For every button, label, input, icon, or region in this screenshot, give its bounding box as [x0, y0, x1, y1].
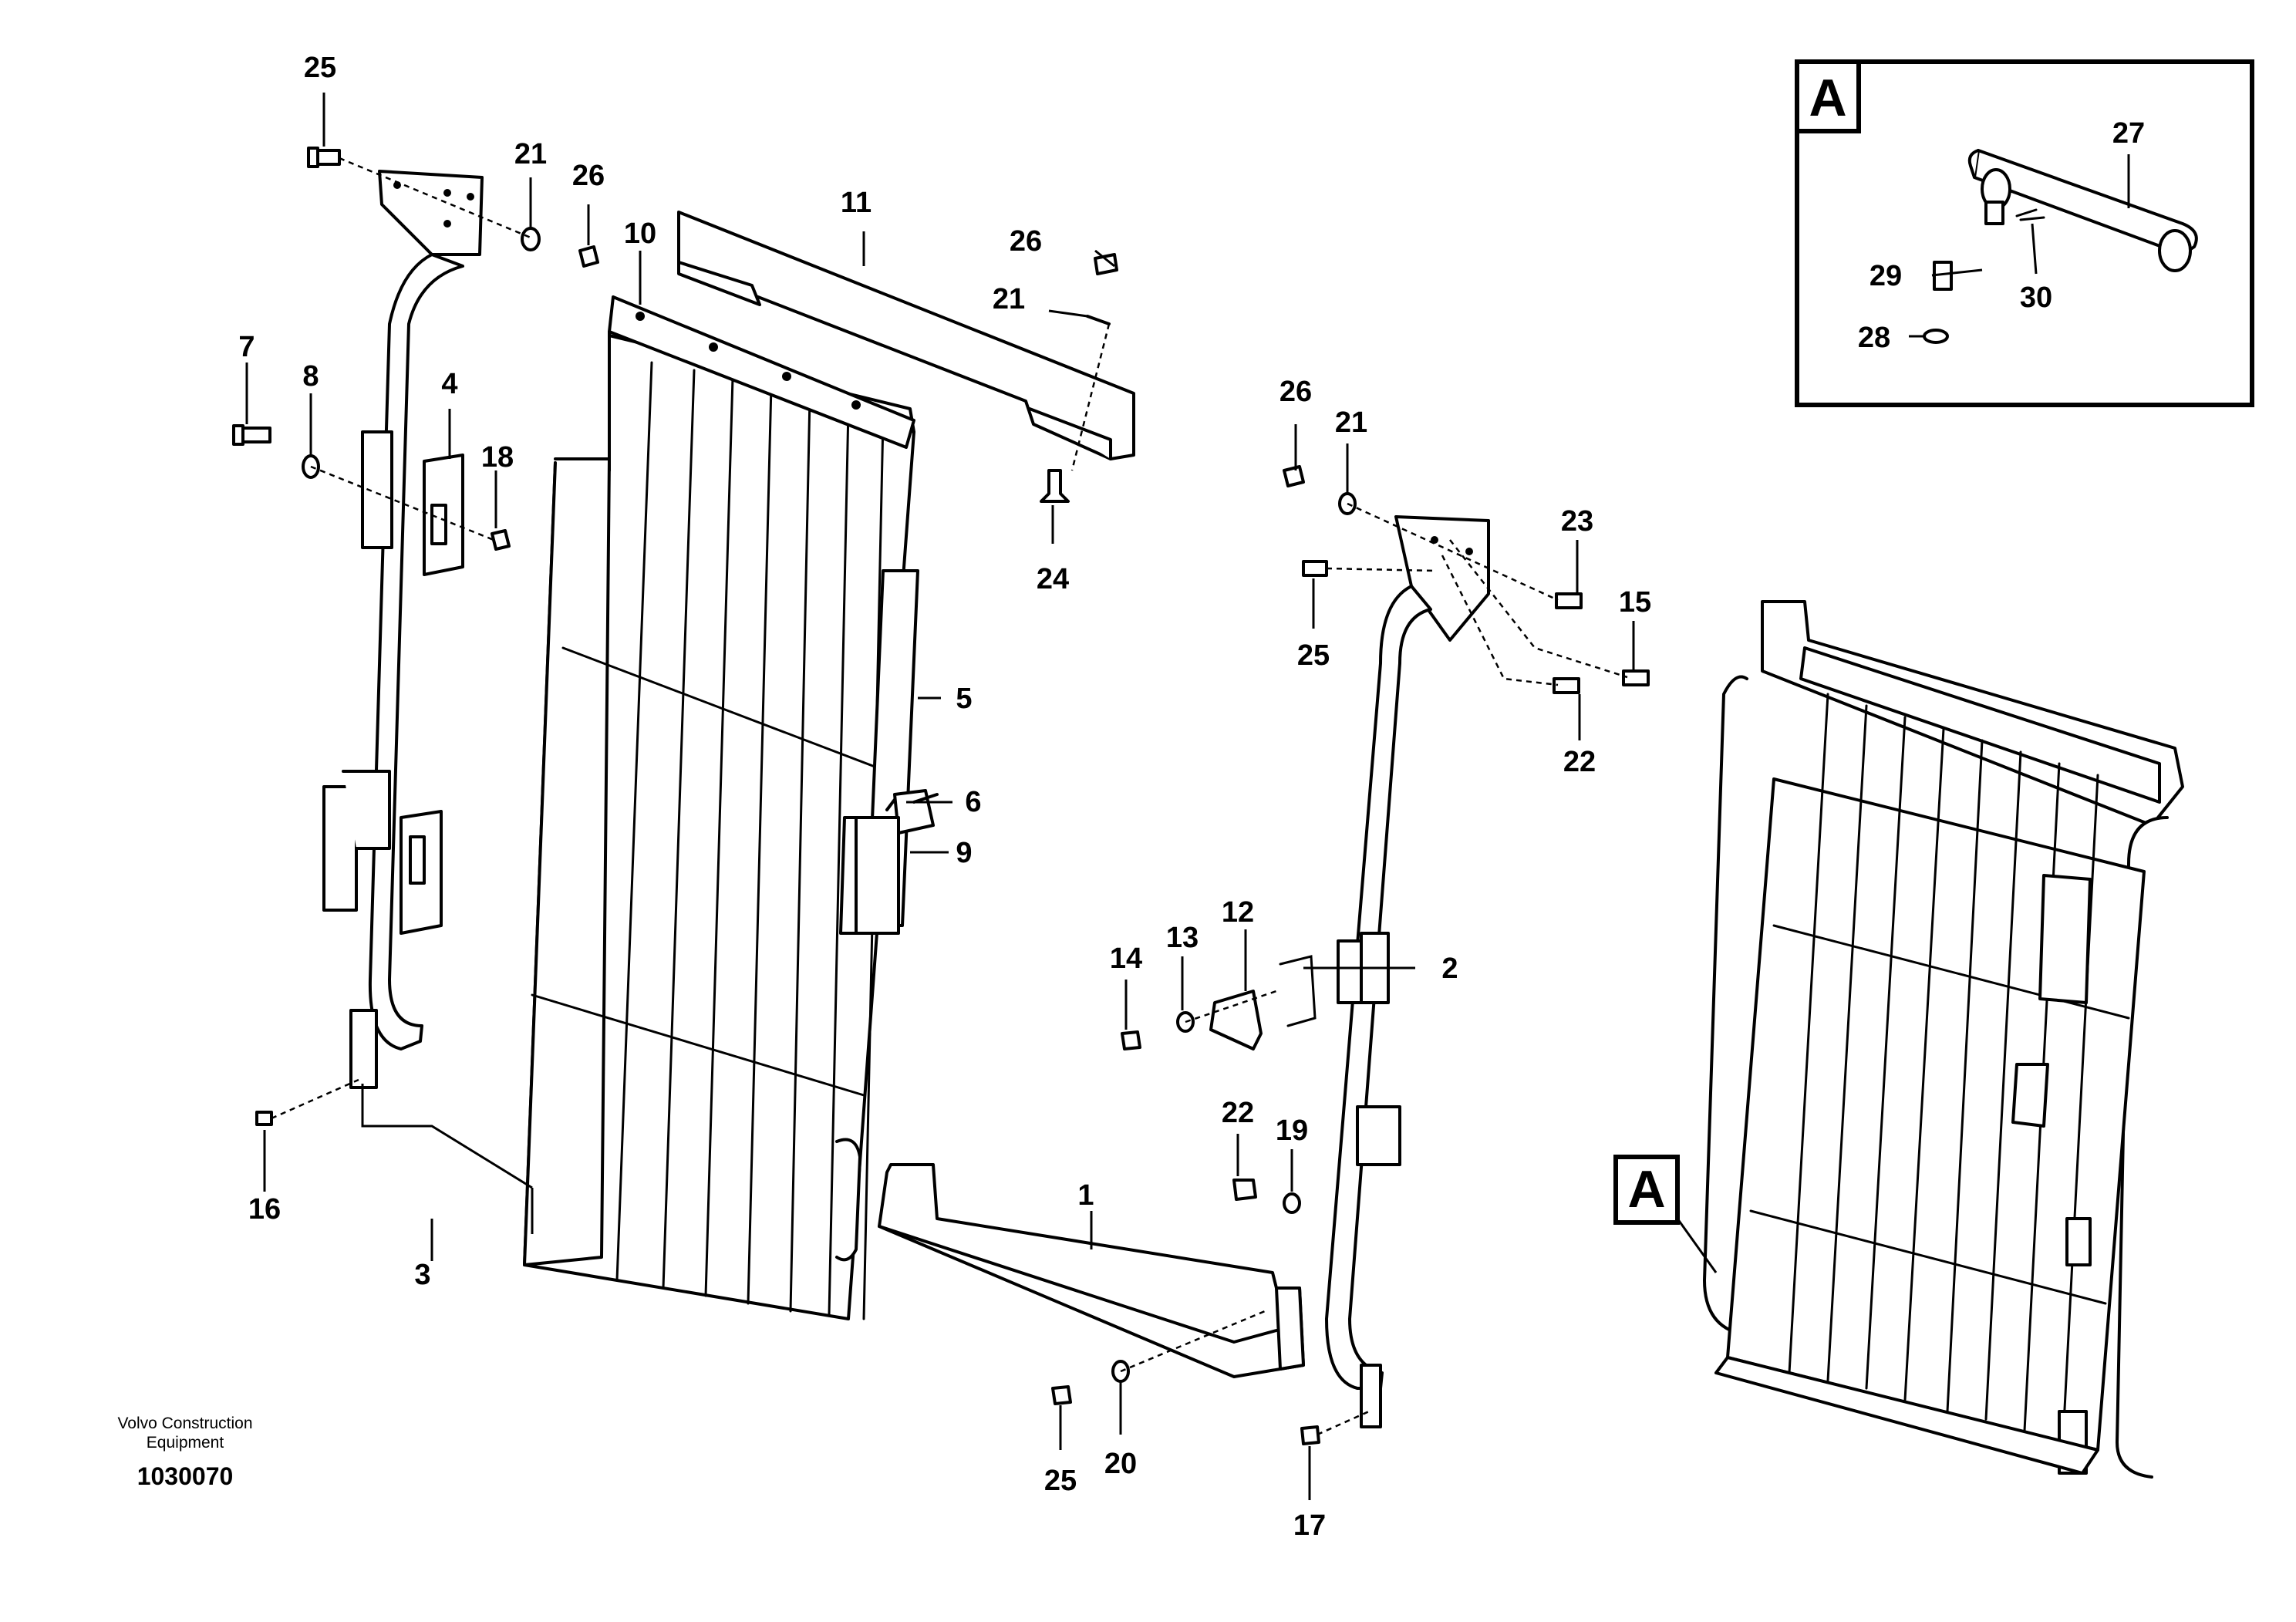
latch-6	[893, 789, 939, 835]
callout-labels: 25 21 26 10 11 26 21 24 7 8 4 18 5 6 9 1…	[238, 52, 2145, 1542]
mounting-plate-10	[608, 295, 915, 449]
reference-box-a: A	[1613, 1155, 1718, 1273]
callout-21: 21	[1335, 406, 1367, 439]
callout-20: 20	[1104, 1448, 1137, 1480]
callout-1: 1	[1077, 1179, 1094, 1212]
callout-4: 4	[441, 368, 457, 400]
right-hand-rail-2	[1325, 515, 1490, 1428]
callout-5: 5	[956, 683, 972, 715]
callout-26: 26	[1279, 376, 1312, 408]
callout-19: 19	[1276, 1114, 1308, 1147]
callout-24: 24	[1037, 563, 1069, 595]
callout-6: 6	[965, 786, 981, 818]
callout-12: 12	[1222, 896, 1254, 929]
callout-15: 15	[1619, 586, 1651, 619]
detail-view-a: A	[1795, 59, 2254, 407]
reference-letter: A	[1627, 1160, 1665, 1219]
callout-8: 8	[302, 360, 319, 393]
brand-line-2: Equipment	[147, 1434, 224, 1452]
callout-17: 17	[1293, 1509, 1326, 1542]
callout-25: 25	[1044, 1465, 1077, 1497]
bracket-9	[855, 816, 900, 935]
callout-22: 22	[1222, 1097, 1254, 1129]
leader-lines	[245, 93, 2130, 1500]
brand-line-1: Volvo Construction	[117, 1415, 252, 1432]
callout-21: 21	[993, 283, 1025, 315]
callout-28: 28	[1858, 322, 1890, 354]
callout-25: 25	[304, 52, 336, 84]
left-hand-rail	[322, 170, 484, 1089]
document-footer: Volvo Construction Equipment 1030070	[117, 1415, 252, 1490]
document-number: 1030070	[137, 1462, 234, 1490]
callout-14: 14	[1110, 943, 1142, 975]
bracket-12	[1209, 955, 1317, 1050]
callout-16: 16	[248, 1193, 281, 1226]
hinge-plate-lower	[400, 810, 443, 935]
callout-26: 26	[572, 160, 605, 192]
callout-21: 21	[514, 138, 547, 170]
callout-3: 3	[414, 1259, 430, 1291]
top-bar-11	[677, 211, 1135, 460]
callout-10: 10	[624, 218, 656, 250]
callout-25: 25	[1297, 639, 1330, 672]
callout-11: 11	[841, 187, 872, 219]
callout-26: 26	[1010, 225, 1042, 258]
callout-23: 23	[1561, 505, 1593, 538]
assembled-view	[1703, 600, 2184, 1479]
fasteners	[232, 147, 1650, 1445]
callout-2: 2	[1441, 953, 1458, 985]
hinge-plate-upper	[423, 454, 464, 576]
assembly-lines	[271, 157, 1628, 1436]
detail-view-letter: A	[1809, 69, 1846, 127]
callout-18: 18	[481, 441, 514, 474]
callout-29: 29	[1870, 260, 1902, 292]
callout-7: 7	[238, 331, 255, 363]
callout-30: 30	[2020, 282, 2052, 314]
callout-13: 13	[1166, 922, 1199, 954]
grille-panel-5	[523, 330, 919, 1320]
callout-22: 22	[1563, 746, 1596, 778]
callout-27: 27	[2112, 117, 2145, 150]
bottom-bar-1	[878, 1163, 1305, 1378]
callout-9: 9	[956, 837, 972, 869]
